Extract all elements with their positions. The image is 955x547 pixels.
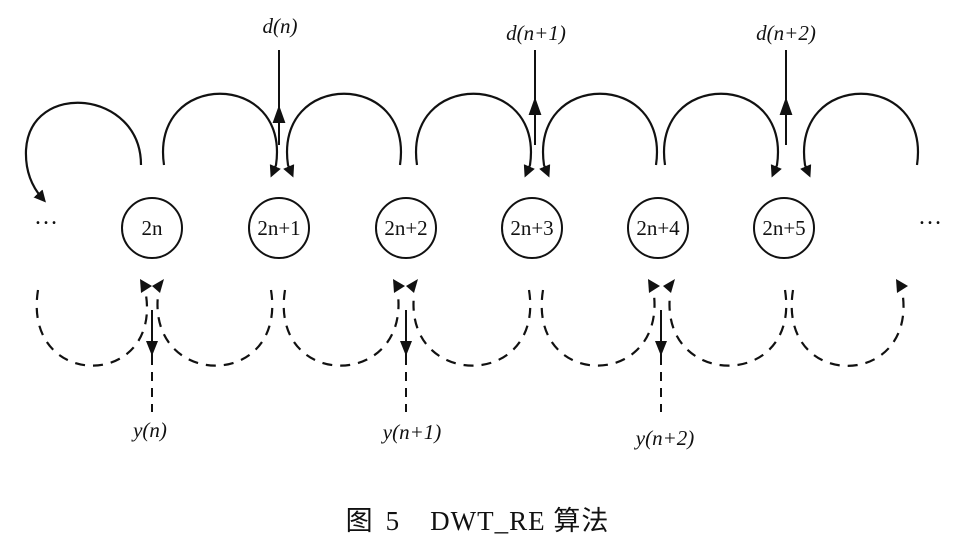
label-y-n: y(n)	[131, 418, 167, 442]
node-group: 2n 2n+1 2n+2 2n+3 2n+4 2n+5	[121, 197, 815, 259]
solid-arc-left-edge	[24, 101, 143, 203]
node-label: 2n	[142, 216, 164, 240]
dashed-arc	[668, 289, 788, 367]
solid-arc	[283, 92, 403, 178]
arrowhead-icon	[152, 279, 164, 293]
dashed-arc	[412, 289, 532, 367]
arrowhead-icon	[663, 279, 675, 293]
node-label: 2n+1	[257, 216, 300, 240]
solid-arcs	[24, 92, 920, 203]
output-lines	[151, 310, 662, 412]
down-arrow-icon	[400, 341, 412, 356]
ellipsis-right: …	[918, 204, 942, 230]
dashed-arc	[540, 289, 656, 367]
arrowhead-icon	[406, 279, 418, 293]
node-label: 2n+2	[384, 216, 427, 240]
dashed-arc	[35, 289, 149, 367]
node-2n-plus-2: 2n+2	[375, 197, 437, 259]
caption-title: DWT_RE 算法	[430, 506, 610, 536]
detail-input-lines	[272, 50, 793, 145]
dashed-arc	[282, 289, 400, 367]
arrowhead-icon	[648, 279, 660, 293]
solid-arc-right-edge	[800, 92, 920, 178]
label-d-n: d(n)	[263, 14, 298, 38]
up-arrow-icon	[272, 105, 286, 123]
dashed-arrowheads	[140, 279, 908, 293]
dashed-arc	[156, 289, 274, 367]
node-label: 2n+4	[636, 216, 680, 240]
down-arrow-icon	[146, 341, 158, 356]
node-2n-plus-3: 2n+3	[501, 197, 563, 259]
node-2n-plus-5: 2n+5	[753, 197, 815, 259]
down-arrow-icon	[655, 341, 667, 356]
label-d-n1: d(n+1)	[506, 21, 566, 45]
up-arrow-icon	[528, 97, 542, 115]
dashed-arcs	[35, 289, 905, 367]
node-2n-plus-4: 2n+4	[627, 197, 689, 259]
label-d-n2: d(n+2)	[756, 21, 816, 45]
up-arrow-icon	[779, 97, 793, 115]
solid-arc	[414, 92, 535, 178]
solid-arc	[539, 92, 659, 178]
ellipsis-left: …	[34, 204, 58, 230]
arrowhead-icon	[140, 279, 152, 293]
caption-prefix: 图	[345, 506, 374, 536]
label-y-n1: y(n+1)	[381, 420, 441, 444]
dashed-arc	[790, 289, 905, 367]
arrowhead-icon	[896, 279, 908, 293]
node-label: 2n+5	[762, 216, 805, 240]
solid-arc	[161, 92, 281, 178]
node-2n: 2n	[121, 197, 183, 259]
arrowhead-icon	[393, 279, 405, 293]
caption-number: 5	[385, 506, 401, 536]
solid-arc	[662, 92, 782, 178]
node-2n-plus-1: 2n+1	[248, 197, 310, 259]
node-label: 2n+3	[510, 216, 553, 240]
output-arrowheads	[146, 341, 667, 356]
label-y-n2: y(n+2)	[634, 426, 694, 450]
